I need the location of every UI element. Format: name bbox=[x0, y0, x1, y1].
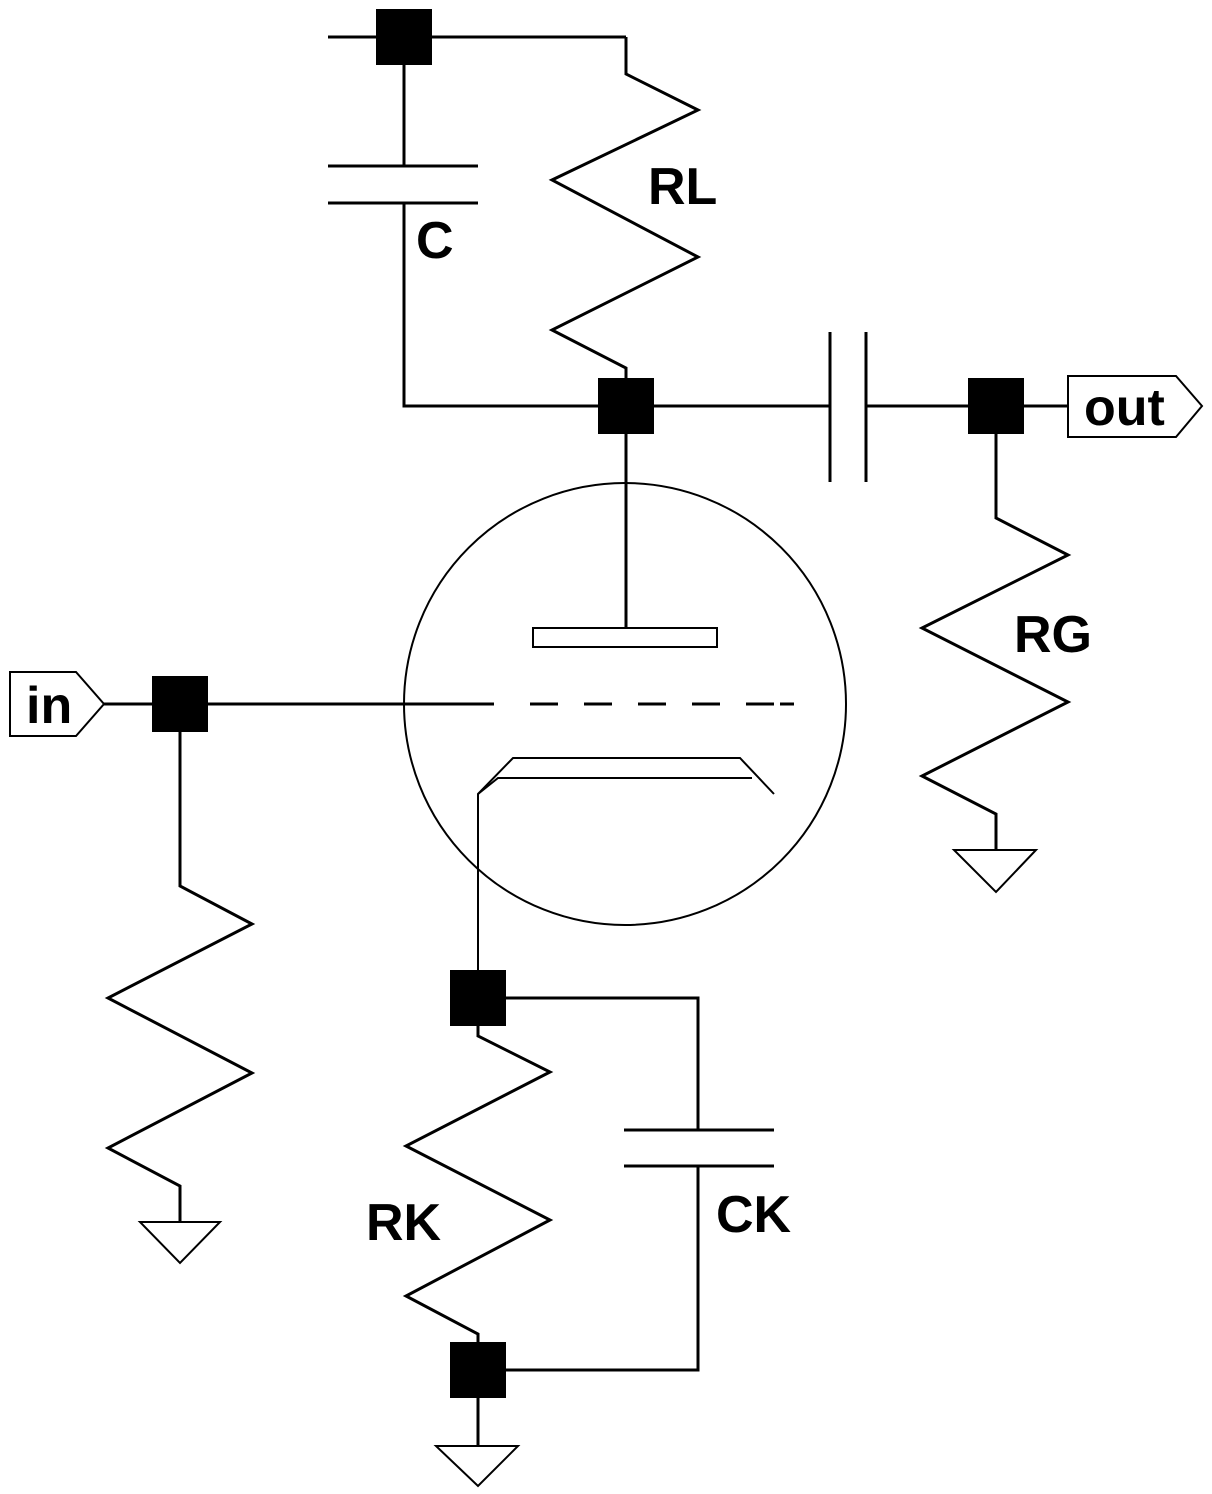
junction-node bbox=[152, 676, 208, 732]
label-ck: CK bbox=[716, 1186, 792, 1244]
junction-node bbox=[598, 378, 654, 434]
coupling-capacitor bbox=[626, 332, 1068, 482]
input-port: in bbox=[9, 671, 106, 737]
output-port: out bbox=[1067, 375, 1204, 438]
tube-plate bbox=[532, 627, 718, 648]
label-rl: RL bbox=[648, 158, 717, 216]
ground-grid bbox=[137, 1221, 223, 1265]
junction-node bbox=[376, 9, 432, 65]
output-port-label: out bbox=[1084, 379, 1165, 437]
junction-node bbox=[450, 970, 506, 1026]
triode-tube bbox=[403, 406, 847, 998]
junction-node bbox=[450, 1342, 506, 1398]
input-port-label: in bbox=[26, 677, 72, 735]
resistor-rg bbox=[918, 406, 1072, 894]
capacitor-c bbox=[328, 37, 626, 408]
ground-rg bbox=[951, 849, 1039, 894]
junction-node bbox=[968, 378, 1024, 434]
label-rk: RK bbox=[366, 1194, 442, 1252]
label-c: C bbox=[416, 212, 454, 270]
label-rg: RG bbox=[1014, 606, 1092, 664]
resistor-rk bbox=[402, 998, 554, 1372]
capacitor-ck bbox=[478, 996, 774, 1372]
resistor-rl bbox=[548, 37, 702, 406]
tube-cathode bbox=[477, 757, 775, 795]
grid-resistor bbox=[104, 704, 256, 1265]
